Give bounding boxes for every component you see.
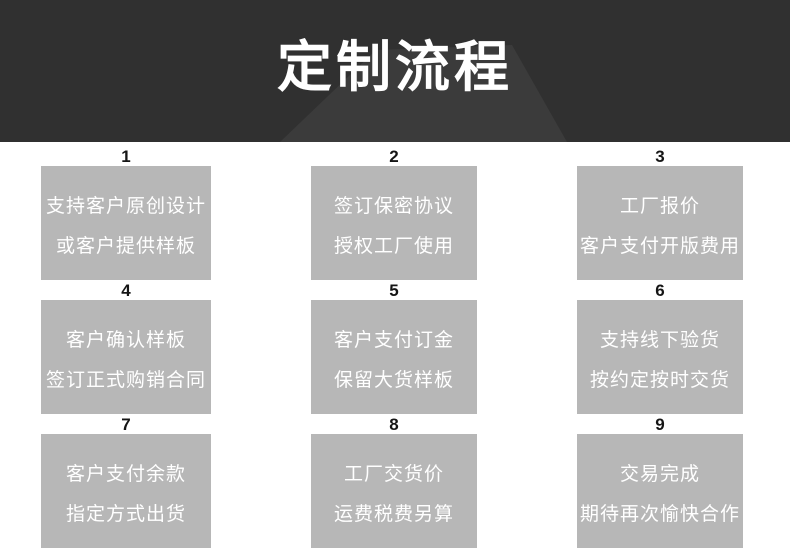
- step-box: 交易完成 期待再次愉快合作: [577, 434, 743, 548]
- step-box: 签订保密协议 授权工厂使用: [311, 166, 477, 280]
- step-line-2: 期待再次愉快合作: [579, 503, 740, 525]
- step-line-2: 客户支付开版费用: [579, 235, 740, 257]
- step-1: 1 支持客户原创设计 或客户提供样板: [41, 148, 211, 280]
- step-line-2: 按约定按时交货: [589, 369, 730, 391]
- step-number: 8: [389, 415, 399, 434]
- step-number: 3: [655, 147, 665, 166]
- step-box: 客户支付订金 保留大货样板: [311, 300, 477, 414]
- step-number: 5: [389, 281, 399, 300]
- header-banner: 定制流程: [0, 0, 790, 142]
- step-9: 9 交易完成 期待再次愉快合作: [577, 416, 743, 548]
- step-line-1: 支持线下验货: [599, 329, 720, 351]
- step-line-2: 保留大货样板: [333, 369, 454, 391]
- step-2: 2 签订保密协议 授权工厂使用: [311, 148, 477, 280]
- step-box: 工厂报价 客户支付开版费用: [577, 166, 743, 280]
- step-line-2: 或客户提供样板: [55, 235, 196, 257]
- step-6: 6 支持线下验货 按约定按时交货: [577, 282, 743, 414]
- step-number: 4: [121, 281, 131, 300]
- step-7: 7 客户支付余款 指定方式出货: [41, 416, 211, 548]
- step-line-1: 签订保密协议: [333, 195, 454, 217]
- page-title: 定制流程: [276, 35, 513, 98]
- step-number: 2: [389, 147, 399, 166]
- step-line-1: 交易完成: [619, 463, 700, 485]
- step-line-2: 指定方式出货: [65, 503, 186, 525]
- step-line-2: 授权工厂使用: [333, 235, 454, 257]
- step-number: 7: [121, 415, 131, 434]
- steps-grid: 1 支持客户原创设计 或客户提供样板 2 签订保密协议 授权工厂使用 3 工厂报…: [0, 142, 790, 548]
- step-3: 3 工厂报价 客户支付开版费用: [577, 148, 743, 280]
- step-box: 客户确认样板 签订正式购销合同: [41, 300, 211, 414]
- step-line-2: 签订正式购销合同: [45, 369, 206, 391]
- step-number: 9: [655, 415, 665, 434]
- step-line-1: 客户支付余款: [65, 463, 186, 485]
- step-line-1: 工厂交货价: [343, 463, 444, 485]
- step-5: 5 客户支付订金 保留大货样板: [311, 282, 477, 414]
- step-line-1: 客户确认样板: [65, 329, 186, 351]
- step-number: 1: [121, 147, 131, 166]
- step-line-2: 运费税费另算: [333, 503, 454, 525]
- step-line-1: 工厂报价: [619, 195, 700, 217]
- step-line-1: 客户支付订金: [333, 329, 454, 351]
- step-4: 4 客户确认样板 签订正式购销合同: [41, 282, 211, 414]
- step-number: 6: [655, 281, 665, 300]
- step-8: 8 工厂交货价 运费税费另算: [311, 416, 477, 548]
- step-line-1: 支持客户原创设计: [45, 195, 206, 217]
- step-box: 工厂交货价 运费税费另算: [311, 434, 477, 548]
- step-box: 支持线下验货 按约定按时交货: [577, 300, 743, 414]
- step-box: 客户支付余款 指定方式出货: [41, 434, 211, 548]
- step-box: 支持客户原创设计 或客户提供样板: [41, 166, 211, 280]
